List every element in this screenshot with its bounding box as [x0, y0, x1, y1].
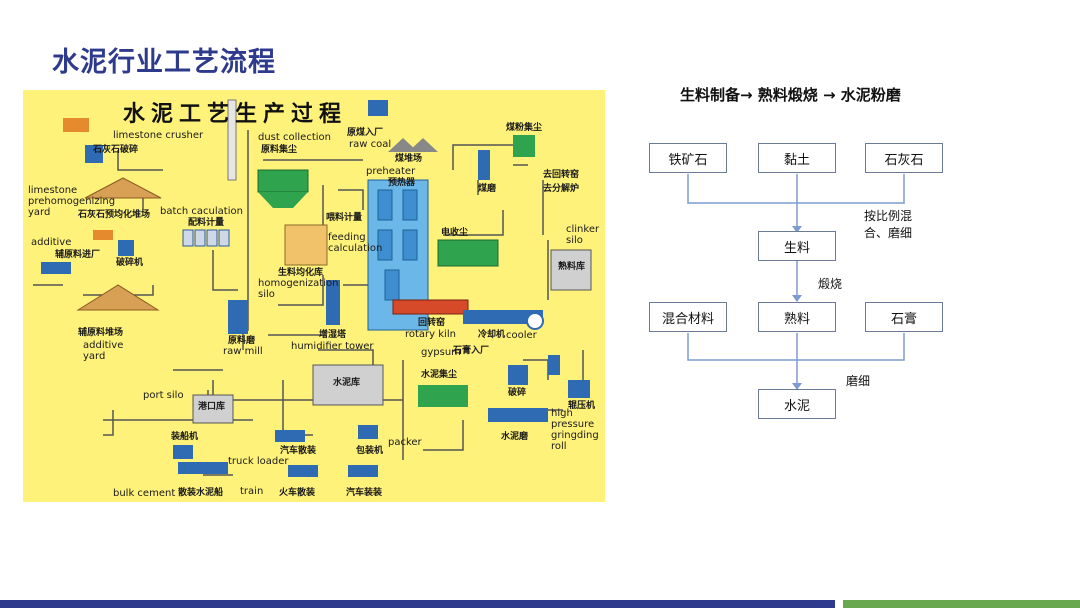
label-truck-load: 汽车散装 [280, 446, 317, 456]
label-limestone-crusher-cn: 石灰石破碎 [93, 145, 139, 155]
label-hpgr: high pressure gringding roll [551, 408, 599, 452]
label-limestone-prehom: limestone prehomogenizing yard [28, 185, 116, 218]
label-humidifier-cn: 增湿塔 [319, 330, 347, 340]
label-gypsum-in: 石膏入厂 [453, 346, 490, 356]
label-humidifier: humidifier tower [291, 341, 374, 352]
label-dust-collection: dust collection [258, 132, 331, 143]
label-train: train [240, 486, 264, 497]
label-bulk-ship: 散装水泥船 [178, 488, 224, 498]
label-batch-calc-cn: 配料计量 [188, 218, 225, 228]
flow-box-gypsum: 石膏 [865, 302, 943, 332]
label-bulk-cement: bulk cement [113, 488, 176, 499]
label-limestone-prehom-cn: 石灰石预均化堆场 [78, 210, 151, 220]
crusher-icon [85, 145, 103, 163]
flow-note-mix: 按比例混 合、磨细 [864, 209, 913, 240]
label-meal-metering: 喂料计量 [326, 213, 363, 223]
label-preheater: preheater [366, 166, 416, 177]
label-homog-silo: homogenization silo [258, 278, 339, 300]
label-port-silo: port silo [143, 390, 184, 401]
label-packer-cn: 包装机 [356, 446, 384, 456]
label-feeding-calc: feeding calculation [328, 232, 383, 254]
label-crusher: 破碎机 [116, 258, 144, 268]
label-esp: 电收尘 [441, 228, 469, 238]
slide-title: 水泥行业工艺流程 [52, 47, 276, 78]
label-additive-in: 辅原料进厂 [55, 250, 101, 260]
label-to-calciner: 去分解炉 [543, 184, 580, 194]
label-batch-calc: batch caculation [160, 206, 243, 217]
label-crush: 破碎 [508, 388, 527, 398]
label-to-kiln: 去回转窑 [543, 170, 580, 180]
flow-box-clinker: 熟料 [758, 302, 836, 332]
flow-note-calcine: 煅烧 [818, 277, 843, 291]
label-cooler-cn: 冷却机 [478, 330, 506, 340]
label-packer: packer [388, 437, 422, 448]
label-truck-bulk: 汽车装装 [346, 488, 383, 498]
label-raw-mill: raw mill [223, 346, 263, 357]
label-port-silo-cn: 港口库 [198, 402, 226, 412]
label-train-load: 火车散装 [279, 488, 316, 498]
label-additive: additive [31, 237, 72, 248]
label-cement-silo-cn: 水泥库 [333, 378, 361, 388]
flow-box-raw-meal: 生料 [758, 231, 836, 261]
label-roller-press: 辊压机 [568, 401, 596, 411]
label-limestone-crusher: limestone crusher [113, 130, 204, 141]
label-coal-dust: 煤粉集尘 [506, 123, 543, 133]
plant-diagram-title: 水泥工艺生产过程 [123, 101, 348, 127]
label-homog-silo-cn: 生料均化库 [278, 268, 324, 278]
label-additive-yard-cn: 辅原料堆场 [78, 328, 124, 338]
label-coal-yard: 煤堆场 [395, 154, 423, 164]
flow-box-mixed-material: 混合材料 [649, 302, 727, 332]
footer-bar-green [843, 600, 1080, 608]
cement-plant-diagram: 水泥工艺生产过程 limestone crusher 石灰石破碎 dust co… [23, 90, 605, 502]
plant-drawing [33, 99, 592, 477]
flow-box-clay: 黏土 [758, 143, 836, 173]
label-truck-loader: truck loader [228, 456, 289, 467]
label-clinker-silo: clinker silo [566, 224, 600, 246]
label-additive-yard: additive yard [83, 340, 124, 362]
flow-box-limestone: 石灰石 [865, 143, 943, 173]
label-cooler: cooler [506, 330, 537, 341]
label-gypsum: gypsum [421, 347, 461, 358]
label-raw-coal: raw coal [349, 139, 392, 150]
label-ship-loader: 装船机 [171, 432, 199, 442]
label-clinker-silo-cn: 熟料库 [558, 262, 586, 272]
label-preheater-cn: 预热器 [388, 178, 416, 188]
flow-heading: 生料制备→ 熟料煅烧 → 水泥粉磨 [680, 86, 901, 104]
label-raw-coal-in: 原煤入厂 [347, 128, 384, 138]
label-raw-mill-cn: 原料磨 [228, 336, 256, 346]
label-cement-dust: 水泥集尘 [421, 370, 458, 380]
flow-note-grind: 磨细 [846, 374, 871, 388]
label-raw-meal-dust: 原料集尘 [261, 145, 298, 155]
label-coal-mill: 煤磨 [478, 184, 497, 194]
label-rotary-kiln: rotary kiln [405, 329, 456, 340]
label-rotary-kiln-cn: 回转窑 [418, 318, 446, 328]
flow-box-cement: 水泥 [758, 389, 836, 419]
flow-box-iron-ore: 铁矿石 [649, 143, 727, 173]
footer-bar-blue [0, 600, 835, 608]
label-cement-mill: 水泥磨 [501, 432, 529, 442]
truck-icon [63, 118, 89, 132]
